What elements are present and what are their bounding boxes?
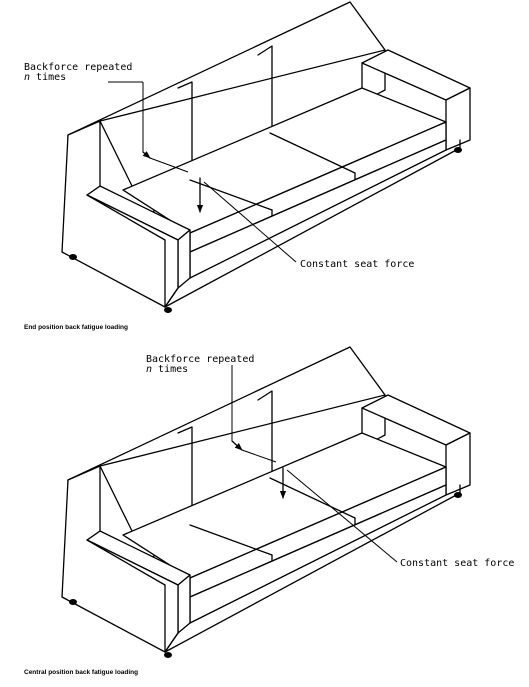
sofa-drawing-2 bbox=[61, 346, 471, 659]
backforce-label-1: Backforce repeated n times bbox=[24, 62, 138, 83]
caption-1: End position back fatigue loading bbox=[24, 324, 128, 331]
diagram-2-annotations bbox=[231, 376, 398, 563]
backforce-label-2: Backforce repeated n times bbox=[146, 354, 260, 375]
seat-force-label-1: Constant seat force bbox=[300, 259, 414, 270]
seat-force-label-2: Constant seat force bbox=[400, 558, 514, 569]
diagram-1-annotations bbox=[108, 81, 297, 263]
caption-2: Central position back fatigue loading bbox=[24, 669, 138, 676]
